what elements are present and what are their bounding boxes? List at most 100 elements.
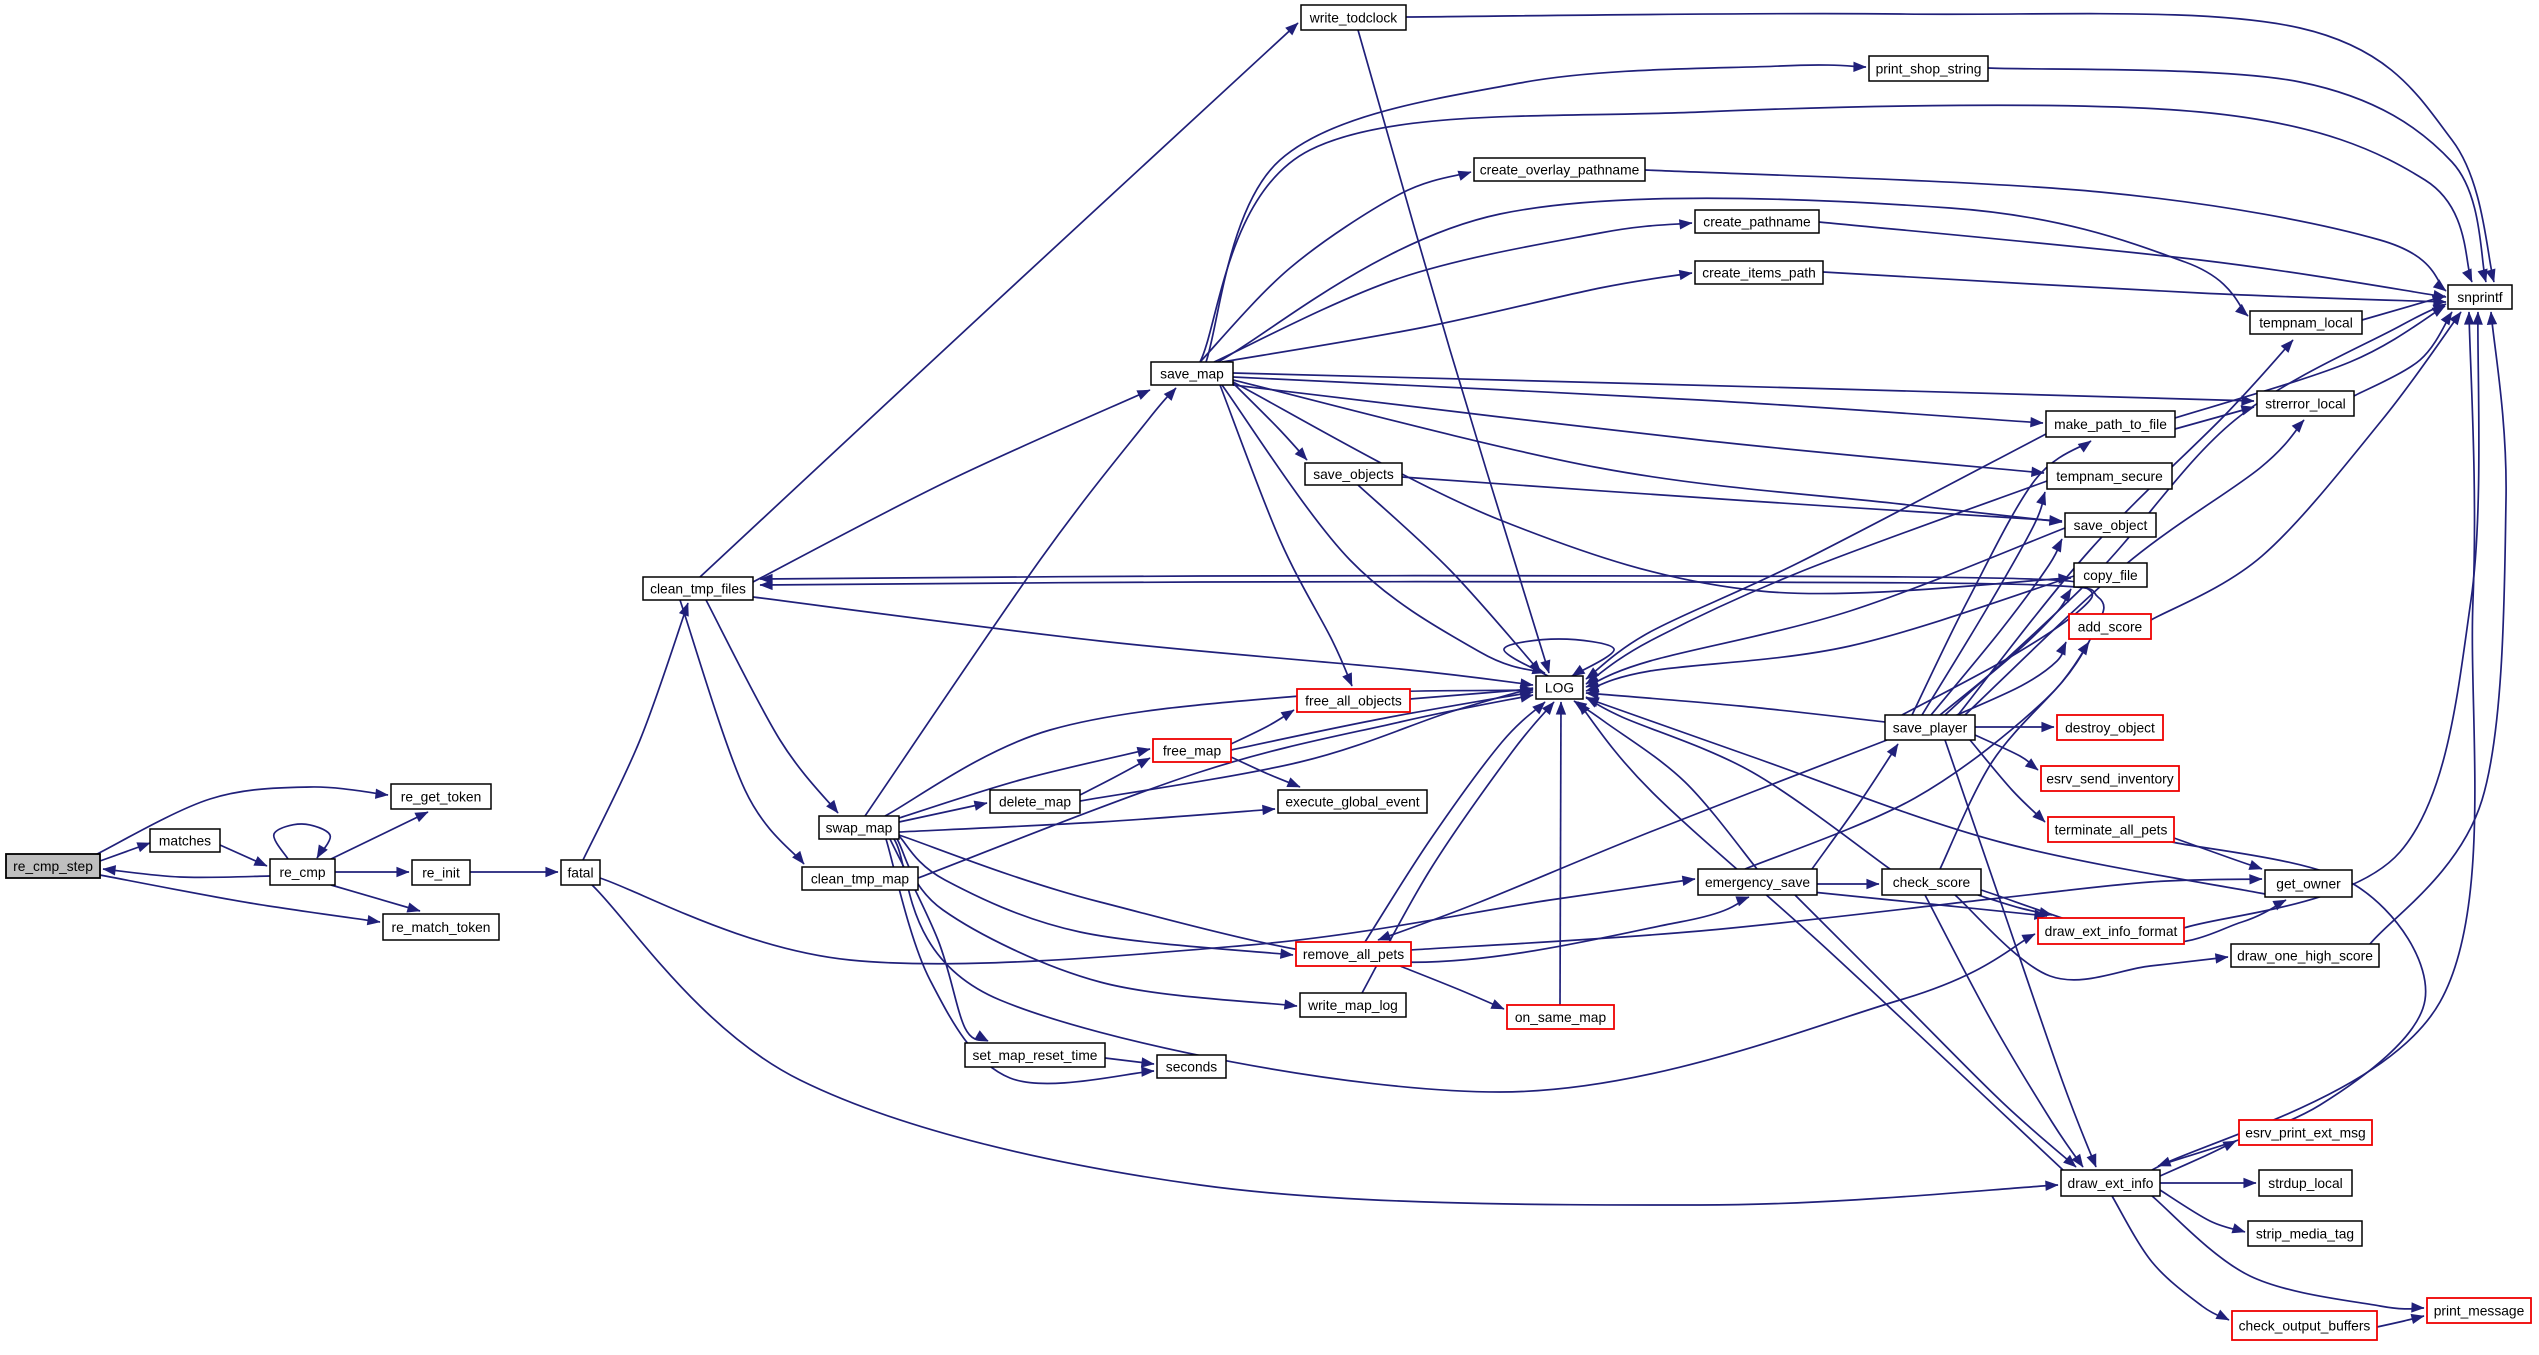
node-matches[interactable]: matches <box>149 828 221 853</box>
node-box-set_map_reset_time <box>964 1042 1106 1068</box>
node-save_objects[interactable]: save_objects <box>1304 462 1403 486</box>
node-free_map[interactable]: free_map <box>1152 738 1232 763</box>
node-strerror_local[interactable]: strerror_local <box>2256 390 2355 417</box>
node-box-swap_map <box>818 815 900 840</box>
node-create_items_path[interactable]: create_items_path <box>1694 260 1824 285</box>
edge-swap_map-save_map <box>864 387 1177 817</box>
edge-re_cmp-re_cmp <box>272 823 332 860</box>
node-box-check_score <box>1881 868 1982 896</box>
node-strdup_local[interactable]: strdup_local <box>2258 1169 2353 1197</box>
edge-check_score-draw_ext_info <box>1924 894 2084 1168</box>
node-re_cmp[interactable]: re_cmp <box>269 858 336 886</box>
node-emergency_save[interactable]: emergency_save <box>1697 868 1818 896</box>
node-tempnam_secure[interactable]: tempnam_secure <box>2046 462 2173 490</box>
node-box-draw_ext_info_format <box>2037 917 2185 945</box>
node-print_shop_string[interactable]: print_shop_string <box>1868 55 1989 82</box>
node-box-destroy_object <box>2056 714 2164 741</box>
node-on_same_map[interactable]: on_same_map <box>1506 1004 1615 1030</box>
node-label-draw_ext_info: draw_ext_info <box>2068 1176 2154 1191</box>
node-re_init[interactable]: re_init <box>411 859 471 886</box>
edge-on_same_map-LOG <box>1555 701 1567 1006</box>
edge-draw_ext_info-print_message <box>2151 1195 2425 1313</box>
node-get_owner[interactable]: get_owner <box>2264 869 2353 898</box>
node-check_output_buffers[interactable]: check_output_buffers <box>2231 1310 2378 1341</box>
node-box-on_same_map <box>1506 1004 1615 1030</box>
node-fatal[interactable]: fatal <box>560 859 601 886</box>
edge-save_map-make_path_to_file <box>1232 376 2044 428</box>
node-delete_map[interactable]: delete_map <box>989 789 1081 814</box>
edge-free_map-LOG <box>1230 689 1534 751</box>
node-add_score[interactable]: add_score <box>2068 613 2152 640</box>
edge-re_cmp_step-re_match_token <box>99 874 381 926</box>
edge-save_map-tempnam_local <box>1217 197 2249 363</box>
node-strip_media_tag[interactable]: strip_media_tag <box>2247 1220 2363 1247</box>
node-box-re_get_token <box>390 783 492 810</box>
node-remove_all_pets[interactable]: remove_all_pets <box>1295 941 1412 967</box>
edge-save_player-terminate_all_pets <box>1969 739 2046 823</box>
node-label-terminate_all_pets: terminate_all_pets <box>2055 823 2168 838</box>
node-seconds[interactable]: seconds <box>1156 1054 1227 1079</box>
node-re_cmp_step[interactable]: re_cmp_step <box>5 853 101 879</box>
node-copy_file[interactable]: copy_file <box>2073 562 2148 588</box>
node-box-strerror_local <box>2256 390 2355 417</box>
node-snprintf[interactable]: snprintf <box>2447 284 2513 310</box>
node-LOG[interactable]: LOG <box>1535 675 1584 700</box>
node-save_player[interactable]: save_player <box>1884 714 1976 741</box>
edge-strerror_local-snprintf <box>2353 311 2453 397</box>
node-create_overlay_pathname[interactable]: create_overlay_pathname <box>1473 157 1646 182</box>
node-re_get_token[interactable]: re_get_token <box>390 783 492 810</box>
edge-save_player-snprintf <box>1944 303 2447 716</box>
node-draw_ext_info[interactable]: draw_ext_info <box>2060 1169 2161 1197</box>
edge-save_map-strerror_local <box>1232 372 2255 406</box>
edge-terminate_all_pets-get_owner <box>2173 837 2263 870</box>
node-set_map_reset_time[interactable]: set_map_reset_time <box>964 1042 1106 1068</box>
node-label-save_objects: save_objects <box>1313 467 1394 482</box>
edge-emergency_save-draw_ext_info_format <box>1811 891 2048 920</box>
node-free_all_objects[interactable]: free_all_objects <box>1296 688 1411 713</box>
nodes-layer: re_cmp_step matches re_cmp re_get_token re_i… <box>5 4 2532 1341</box>
node-label-emergency_save: emergency_save <box>1705 875 1810 890</box>
node-clean_tmp_files[interactable]: clean_tmp_files <box>642 576 754 601</box>
node-label-strerror_local: strerror_local <box>2265 397 2346 412</box>
node-save_object[interactable]: save_object <box>2064 512 2157 538</box>
edge-write_todclock-snprintf <box>1405 12 2496 283</box>
node-esrv_print_ext_msg[interactable]: esrv_print_ext_msg <box>2238 1119 2373 1146</box>
node-label-create_items_path: create_items_path <box>1702 266 1816 281</box>
node-esrv_send_inventory[interactable]: esrv_send_inventory <box>2040 765 2180 792</box>
node-box-create_overlay_pathname <box>1473 157 1646 182</box>
node-write_todclock[interactable]: write_todclock <box>1300 4 1407 31</box>
node-tempnam_local[interactable]: tempnam_local <box>2249 310 2363 335</box>
node-box-remove_all_pets <box>1295 941 1412 967</box>
edge-emergency_save-draw_ext_info <box>1794 894 2077 1168</box>
node-write_map_log[interactable]: write_map_log <box>1299 992 1407 1018</box>
edge-re_cmp-re_get_token <box>330 811 429 860</box>
edge-remove_all_pets-get_owner <box>1410 874 2263 951</box>
edge-draw_ext_info-LOG <box>1577 701 2064 1171</box>
node-make_path_to_file[interactable]: make_path_to_file <box>2045 410 2176 438</box>
node-destroy_object[interactable]: destroy_object <box>2056 714 2164 741</box>
edge-save_player-esrv_send_inventory <box>1974 734 2039 771</box>
node-save_map[interactable]: save_map <box>1150 361 1234 386</box>
edge-save_player-make_path_to_file <box>1911 440 2092 716</box>
node-box-free_map <box>1152 738 1232 763</box>
edge-re_cmp-re_match_token <box>330 884 421 913</box>
node-draw_ext_info_format[interactable]: draw_ext_info_format <box>2037 917 2185 945</box>
node-clean_tmp_map[interactable]: clean_tmp_map <box>801 866 919 891</box>
edge-create_items_path-snprintf <box>1822 271 2447 307</box>
node-execute_global_event[interactable]: execute_global_event <box>1277 789 1428 814</box>
node-re_match_token[interactable]: re_match_token <box>382 913 500 941</box>
node-create_pathname[interactable]: create_pathname <box>1694 209 1820 234</box>
edge-clean_tmp_files-save_map <box>752 389 1151 583</box>
node-label-free_map: free_map <box>1163 744 1222 759</box>
node-check_score[interactable]: check_score <box>1881 868 1982 896</box>
node-box-save_objects <box>1304 462 1403 486</box>
edge-fatal-draw_ext_info <box>591 884 2059 1206</box>
edge-create_overlay_pathname-snprintf <box>1644 169 2447 292</box>
edge-make_path_to_file-LOG <box>1585 433 2047 680</box>
node-draw_one_high_score[interactable]: draw_one_high_score <box>2230 943 2380 968</box>
edge-save_map-save_object <box>1232 379 2063 526</box>
node-swap_map[interactable]: swap_map <box>818 815 900 840</box>
node-terminate_all_pets[interactable]: terminate_all_pets <box>2047 816 2175 843</box>
node-print_message[interactable]: print_message <box>2426 1297 2532 1324</box>
edge-save_player-draw_ext_info <box>1944 739 2097 1168</box>
